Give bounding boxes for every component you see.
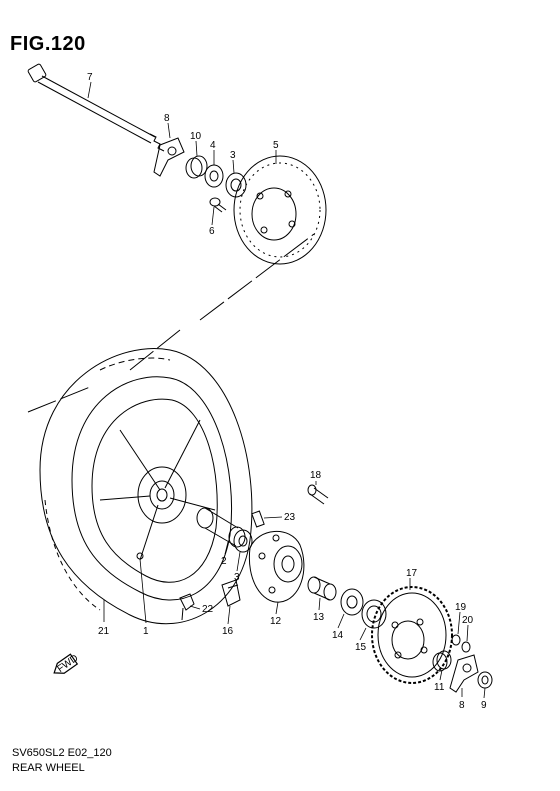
callout-label: 2: [221, 556, 227, 567]
axle-spacer-part: [196, 507, 246, 548]
figure-code: SV650SL2 E02_120: [12, 747, 112, 759]
callout-label: 9: [481, 700, 487, 711]
sprocket-spacer-part: [432, 650, 452, 672]
callout-label: 11: [434, 682, 445, 693]
callout-label: 23: [284, 512, 296, 523]
cushion-part: [221, 579, 241, 607]
disc-bolt-part: [209, 197, 227, 213]
forward-label: FWD: [55, 653, 80, 675]
figure-title: FIG.120: [10, 33, 86, 55]
washer-part: [451, 634, 471, 653]
damper-part: [251, 510, 265, 528]
callout-label: 20: [462, 615, 474, 626]
carrier-spacer-part: [307, 576, 337, 601]
callout-label: 3: [230, 150, 236, 161]
callout-label: 18: [310, 470, 322, 481]
callout-label: 6: [209, 226, 215, 237]
callout-label: 5: [273, 140, 279, 151]
callout-label: 7: [87, 72, 93, 83]
valve-part: [179, 593, 195, 621]
axle-part: [27, 63, 165, 152]
callout-label: 19: [455, 602, 467, 613]
callout-label: 22: [202, 604, 214, 615]
callout-label: 8: [164, 113, 170, 124]
forward-arrow-icon: FWD: [53, 653, 80, 675]
callout-label: 16: [222, 626, 234, 637]
wheel-tire-part: [39, 348, 253, 625]
spacer-part: [185, 155, 208, 179]
hub-bearing-part: [233, 529, 253, 553]
callout-label: 17: [406, 568, 418, 579]
callout-label: 4: [210, 140, 216, 151]
callout-label: 10: [190, 131, 202, 142]
sprocket-part: [371, 586, 453, 684]
axle-nut-part: [477, 671, 493, 689]
callout-label: 1: [143, 626, 149, 637]
callout-label: 3: [234, 572, 240, 583]
chain-adjuster-part: [153, 137, 185, 177]
carrier-bearing-part: [340, 588, 364, 616]
stud-part: [307, 484, 329, 505]
callout-label: 15: [355, 642, 367, 653]
callout-label: 12: [270, 616, 282, 627]
oil-seal-part: [204, 164, 224, 188]
brake-disc-part: [233, 155, 327, 265]
callout-label: 13: [313, 612, 325, 623]
callout-label: 14: [332, 630, 344, 641]
sprocket-carrier-part: [248, 530, 305, 603]
callout-label: 21: [98, 626, 110, 637]
callout-label: 8: [459, 700, 465, 711]
figure-name: REAR WHEEL: [12, 762, 85, 774]
lower-chain-adjuster-part: [449, 654, 479, 693]
